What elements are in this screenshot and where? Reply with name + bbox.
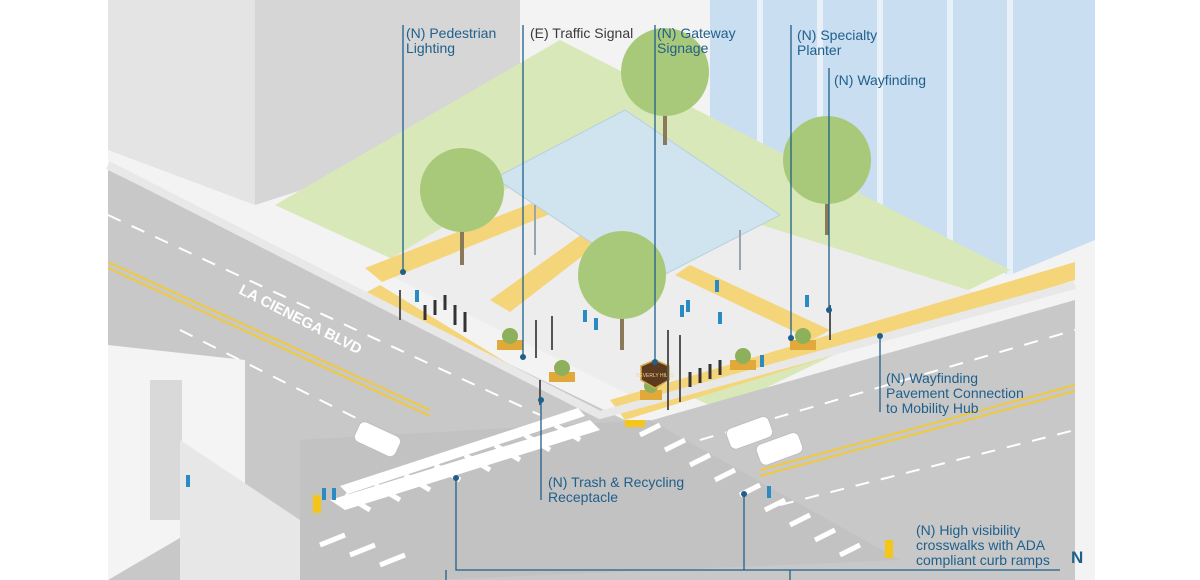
left-building bbox=[255, 0, 520, 205]
leader-lines bbox=[402, 25, 1060, 580]
curb-ramps bbox=[313, 420, 893, 558]
callout-trash-recycling: (N) Trash & Recycling Receptacle bbox=[548, 475, 684, 505]
callout-pedestrian-lighting: (N) Pedestrian Lighting bbox=[406, 26, 496, 56]
callout-gateway-signage: (N) Gateway Signage bbox=[657, 26, 736, 56]
callout-line: (N) Specialty bbox=[797, 27, 878, 43]
callout-line: (N) Gateway bbox=[657, 25, 736, 41]
north-arrow-label: N bbox=[1071, 548, 1084, 567]
trees bbox=[420, 28, 871, 350]
lane-markings bbox=[107, 261, 1076, 477]
callout-line: Signage bbox=[657, 40, 709, 56]
overpass-ramp bbox=[180, 440, 300, 580]
overpass-pier bbox=[150, 380, 182, 520]
callout-wayfinding-pavement: (N) Wayfinding Pavement Connection to Mo… bbox=[886, 371, 1024, 416]
callout-line: (N) Pedestrian bbox=[406, 25, 497, 41]
callout-crosswalks: (N) High visibility crosswalks with ADA … bbox=[916, 523, 1050, 568]
crosswalk-west bbox=[330, 408, 600, 510]
glass-building bbox=[710, 0, 1095, 275]
planters bbox=[497, 328, 816, 400]
cars bbox=[353, 415, 804, 466]
callout-wayfinding: (N) Wayfinding bbox=[834, 73, 926, 88]
callout-line: crosswalks with ADA bbox=[916, 537, 1046, 553]
left-building-side bbox=[108, 0, 255, 205]
callout-line: to Mobility Hub bbox=[886, 400, 979, 416]
callout-line: Lighting bbox=[406, 40, 456, 56]
callout-line: compliant curb ramps bbox=[916, 552, 1050, 568]
callout-specialty-planter: (N) Specialty Planter bbox=[797, 28, 877, 58]
callout-line: (E) Traffic Signal bbox=[530, 25, 634, 41]
callout-traffic-signal: (E) Traffic Signal bbox=[530, 26, 633, 41]
north-curb bbox=[106, 161, 1077, 420]
gateway-sign-text: BEVERLY HILLS bbox=[636, 373, 675, 379]
leader-dots bbox=[400, 269, 883, 497]
bike-racks bbox=[423, 295, 722, 387]
pedestrians bbox=[186, 280, 809, 500]
leader-crosswalks bbox=[455, 478, 1060, 571]
callout-line: (N) Wayfinding bbox=[834, 72, 927, 88]
callout-line: (N) Trash & Recycling bbox=[548, 474, 685, 490]
site-poles bbox=[399, 290, 831, 410]
callout-line: (N) Wayfinding bbox=[886, 370, 979, 386]
crosswalk-stripes bbox=[319, 422, 862, 568]
callout-line: Planter bbox=[797, 42, 842, 58]
callout-line: Receptacle bbox=[548, 489, 619, 505]
callout-line: (N) High visibility bbox=[916, 522, 1021, 538]
callout-line: Pavement Connection bbox=[886, 385, 1024, 401]
